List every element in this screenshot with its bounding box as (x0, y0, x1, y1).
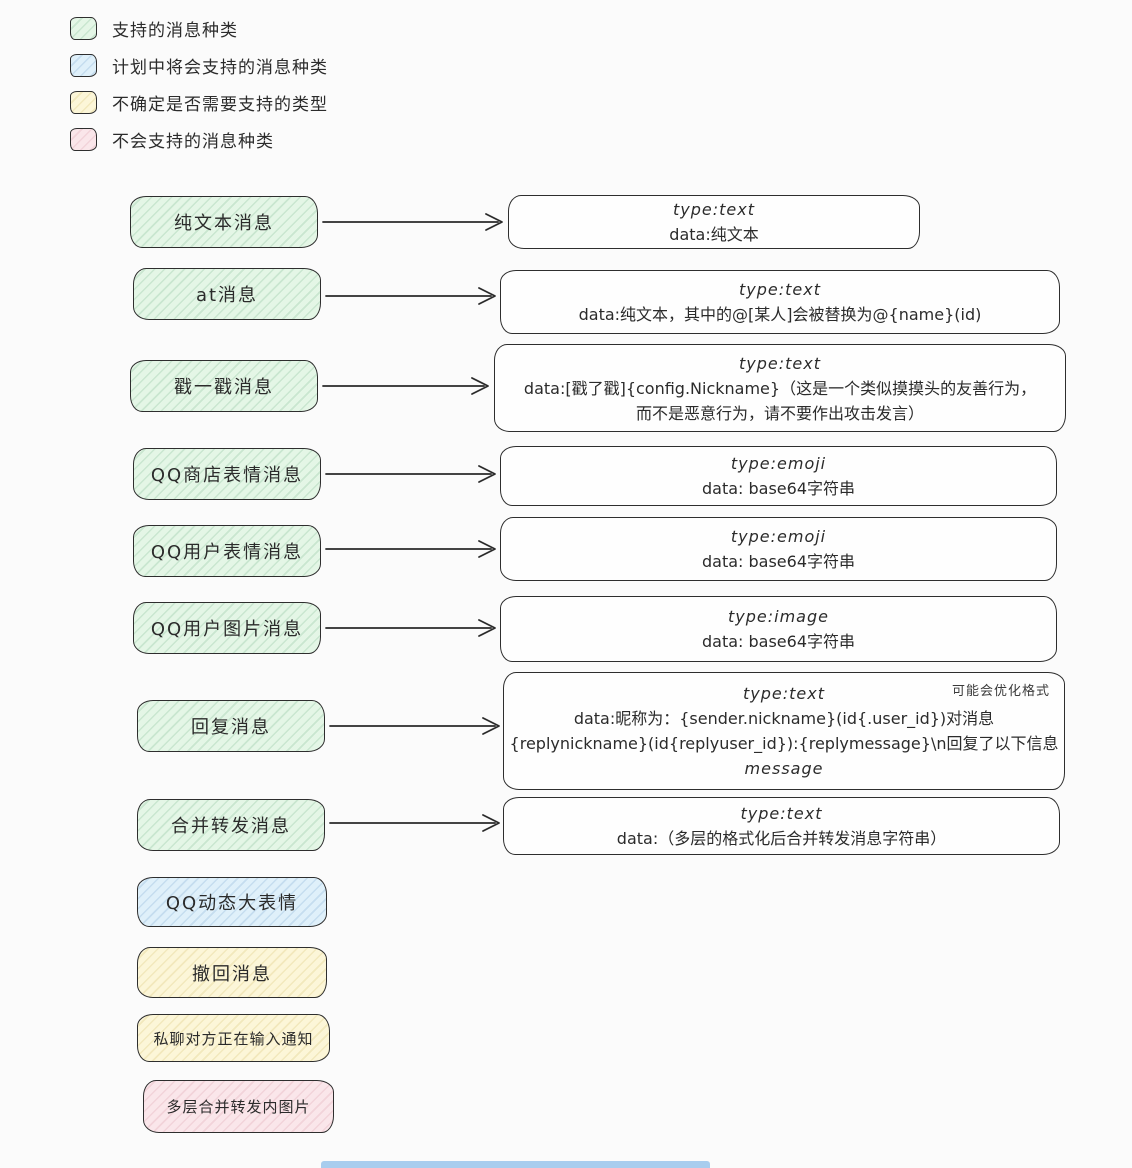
legend-label-uncertain: 不确定是否需要支持的类型 (112, 94, 328, 115)
arrow-qq-user-emoji-icon (325, 540, 496, 558)
target-line: type:text (673, 200, 755, 219)
arrow-qq-user-image-icon (325, 619, 496, 637)
target-node-qq-store-emoji: type:emoji data: base64字符串 (500, 446, 1057, 506)
node-recall-message: 撤回消息 (137, 947, 327, 998)
arrow-plain-text-icon (322, 213, 503, 231)
target-line: type:image (728, 607, 829, 626)
legend-item-uncertain: 不确定是否需要支持的类型 (70, 88, 328, 116)
source-node-plain-text-label: 纯文本消息 (174, 213, 274, 234)
node-qq-big-emoji-label: QQ动态大表情 (165, 893, 299, 914)
node-typing-notice: 私聊对方正在输入通知 (137, 1014, 330, 1062)
source-node-merged-forward: 合并转发消息 (137, 799, 325, 851)
source-node-merged-forward-label: 合并转发消息 (171, 816, 291, 837)
target-node-qq-user-emoji: type:emoji data: base64字符串 (500, 517, 1057, 581)
target-line: type:text (743, 684, 825, 703)
source-node-at-message-label: at消息 (195, 285, 259, 306)
target-line: data: base64字符串 (701, 552, 856, 571)
legend-swatch-uncertain-icon (70, 90, 97, 114)
target-line: data: base64字符串 (701, 479, 856, 498)
node-multilayer-forward-image-label: 多层合并转发内图片 (166, 1098, 311, 1116)
bottom-blue-bar (321, 1161, 710, 1168)
target-line: type:text (739, 353, 821, 373)
target-node-merged-forward: type:text data:（多层的格式化后合并转发消息字符串） (503, 797, 1060, 855)
target-node-qq-user-image: type:image data: base64字符串 (500, 596, 1057, 662)
legend-label-supported: 支持的消息种类 (112, 20, 238, 41)
target-node-at-message: type:text data:纯文本，其中的@[某人]会被替换为@{name}(… (500, 270, 1060, 334)
arrow-merged-forward-icon (329, 814, 500, 832)
legend-label-planned: 计划中将会支持的消息种类 (112, 57, 328, 78)
target-line: data:纯文本 (669, 225, 759, 244)
arrow-qq-store-emoji-icon (325, 465, 496, 483)
node-multilayer-forward-image: 多层合并转发内图片 (143, 1080, 334, 1133)
target-line: type:emoji (730, 527, 827, 546)
legend-item-rejected: 不会支持的消息种类 (70, 125, 328, 153)
target-line: data:昵称为：{sender.nickname}(id{.user_id})… (573, 709, 995, 728)
legend-item-supported: 支持的消息种类 (70, 14, 328, 42)
target-line: data:[戳了戳]{config.Nickname}（这是一个类似摸摸头的友善… (523, 378, 1037, 398)
node-typing-notice-label: 私聊对方正在输入通知 (153, 1029, 314, 1048)
target-line: type:text (739, 280, 821, 299)
target-line: message (744, 759, 824, 778)
source-node-qq-user-image: QQ用户图片消息 (133, 602, 321, 654)
target-line: data: base64字符串 (701, 632, 856, 651)
source-node-at-message: at消息 (133, 268, 321, 320)
format-optimization-note: 可能会优化格式 (951, 684, 1050, 699)
legend: 支持的消息种类 计划中将会支持的消息种类 不确定是否需要支持的类型 不会支持的消… (70, 14, 328, 162)
arrow-at-message-icon (325, 287, 496, 305)
legend-item-planned: 计划中将会支持的消息种类 (70, 51, 328, 79)
target-line: type:text (740, 804, 823, 823)
target-node-poke-message: type:text data:[戳了戳]{config.Nickname}（这是… (494, 344, 1066, 432)
node-recall-message-label: 撤回消息 (192, 963, 272, 985)
target-line: data:（多层的格式化后合并转发消息字符串） (616, 829, 947, 848)
source-node-qq-store-emoji-label: QQ商店表情消息 (150, 465, 304, 486)
legend-swatch-planned-icon (70, 53, 97, 77)
target-line: {replynickname}(id{replyuser_id}):{reply… (509, 734, 1059, 753)
target-line: 而不是恶意行为，请不要作出攻击发言） (635, 403, 924, 423)
source-node-qq-user-emoji: QQ用户表情消息 (133, 525, 321, 577)
source-node-reply-message: 回复消息 (137, 700, 325, 752)
source-node-qq-user-emoji-label: QQ用户表情消息 (150, 542, 304, 563)
target-line: data:纯文本，其中的@[某人]会被替换为@{name}(id) (578, 305, 982, 324)
arrow-poke-message-icon (322, 377, 489, 395)
legend-label-rejected: 不会支持的消息种类 (112, 131, 274, 152)
target-node-plain-text: type:text data:纯文本 (508, 195, 920, 249)
legend-swatch-rejected-icon (70, 127, 97, 151)
legend-swatch-supported-icon (70, 16, 97, 40)
source-node-reply-message-label: 回复消息 (191, 717, 271, 738)
node-qq-big-emoji: QQ动态大表情 (137, 877, 327, 927)
source-node-poke-message-label: 戳一戳消息 (174, 377, 274, 398)
target-line: type:emoji (730, 454, 827, 473)
target-node-reply-message: 可能会优化格式 type:text data:昵称为：{sender.nickn… (503, 672, 1065, 790)
source-node-qq-store-emoji: QQ商店表情消息 (133, 448, 321, 500)
arrow-reply-message-icon (329, 717, 500, 735)
source-node-poke-message: 戳一戳消息 (130, 360, 318, 412)
source-node-plain-text: 纯文本消息 (130, 196, 318, 248)
source-node-qq-user-image-label: QQ用户图片消息 (150, 619, 304, 640)
